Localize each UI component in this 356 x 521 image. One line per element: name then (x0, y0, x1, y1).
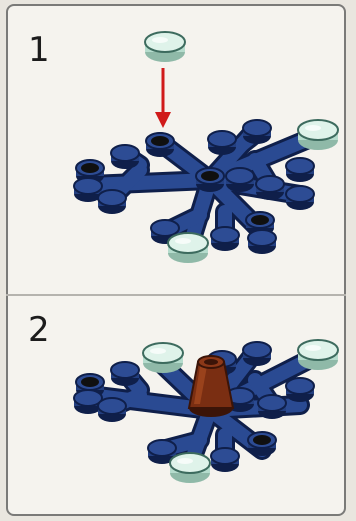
transparent-round-tile-icon (142, 342, 184, 374)
transparent-round-tile-icon (297, 119, 339, 151)
step-divider (6, 294, 346, 296)
transparent-round-tile-icon (169, 452, 211, 484)
step1-assembly (73, 31, 339, 264)
step2-assembly (73, 339, 339, 484)
transparent-round-tile-icon (167, 232, 209, 264)
step-number-2: 2 (28, 310, 50, 350)
brown-cone-icon (187, 355, 235, 417)
red-arrow-icon (155, 68, 171, 128)
transparent-round-tile-icon (144, 31, 186, 63)
transparent-round-tile-icon (297, 339, 339, 371)
step-number-1: 1 (28, 30, 50, 70)
